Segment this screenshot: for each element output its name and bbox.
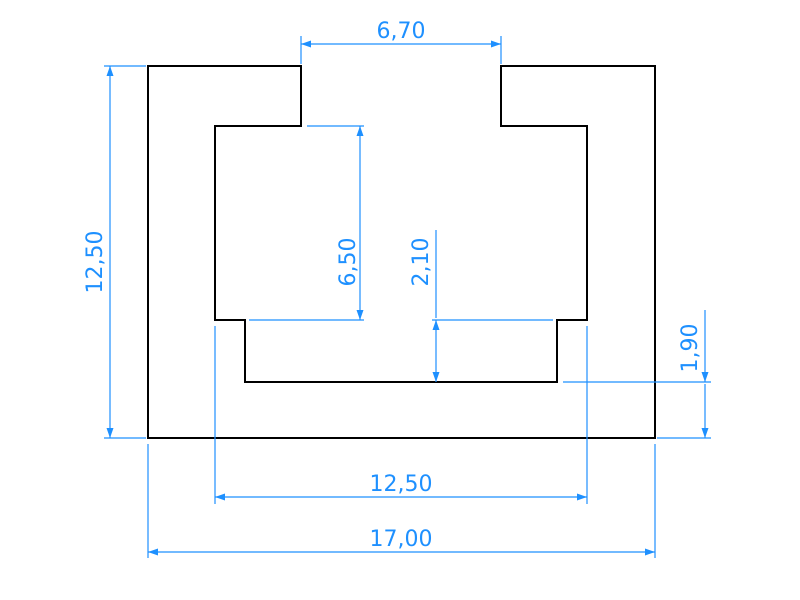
dimension-label-base-thickness: 1,90 xyxy=(678,324,703,373)
channel-profile-outline xyxy=(147,65,656,439)
dimension-label-slot-width: 6,70 xyxy=(377,19,426,44)
dimension-label-inner-width: 12,50 xyxy=(370,472,433,497)
dimension-inner-width: 12,50 xyxy=(214,326,588,504)
dimension-label-inner-depth: 6,50 xyxy=(336,238,361,287)
dimension-step-height: 2,10 xyxy=(409,230,553,382)
dimension-overall-height: 12,50 xyxy=(83,65,146,439)
dimension-overall-width: 17,00 xyxy=(147,444,656,558)
dimension-base-thickness: 1,90 xyxy=(563,310,711,439)
dimension-slot-width: 6,70 xyxy=(300,19,502,64)
dimension-inner-depth: 6,50 xyxy=(249,125,364,321)
dimension-group: 6,70 12,50 6,50 2,10 xyxy=(83,19,711,558)
dimension-label-overall-height: 12,50 xyxy=(83,231,108,294)
dimension-label-overall-width: 17,00 xyxy=(370,527,433,552)
dimension-label-step-height: 2,10 xyxy=(409,238,434,287)
